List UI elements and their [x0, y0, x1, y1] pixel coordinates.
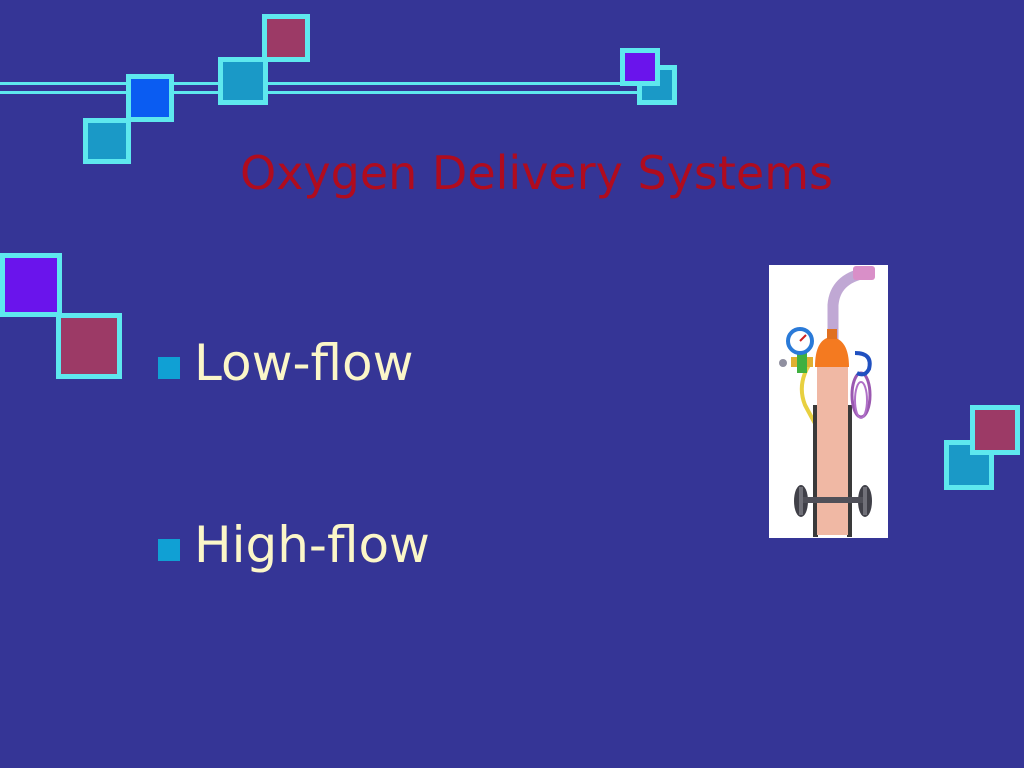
decorative-line-top-inner — [0, 91, 672, 94]
slide-title: Oxygen Delivery Systems — [240, 146, 833, 200]
decorative-square — [126, 74, 174, 122]
decorative-line-top-outer — [0, 82, 672, 85]
bullet-text: Low-flow — [194, 334, 414, 392]
square-bullet-icon — [158, 539, 180, 561]
decorative-square — [56, 313, 122, 379]
list-item: Low-flow — [158, 328, 430, 398]
decorative-square — [262, 14, 310, 62]
decorative-square — [620, 48, 660, 86]
decorative-square — [218, 57, 268, 105]
decorative-square — [83, 118, 131, 164]
oxygen-cylinder-cart-icon — [769, 265, 888, 538]
list-item: High-flow — [158, 510, 430, 580]
bullet-list: Low-flow High-flow — [158, 328, 430, 692]
bullet-text: High-flow — [194, 516, 430, 574]
square-bullet-icon — [158, 357, 180, 379]
decorative-square — [0, 253, 62, 317]
decorative-square — [970, 405, 1020, 455]
